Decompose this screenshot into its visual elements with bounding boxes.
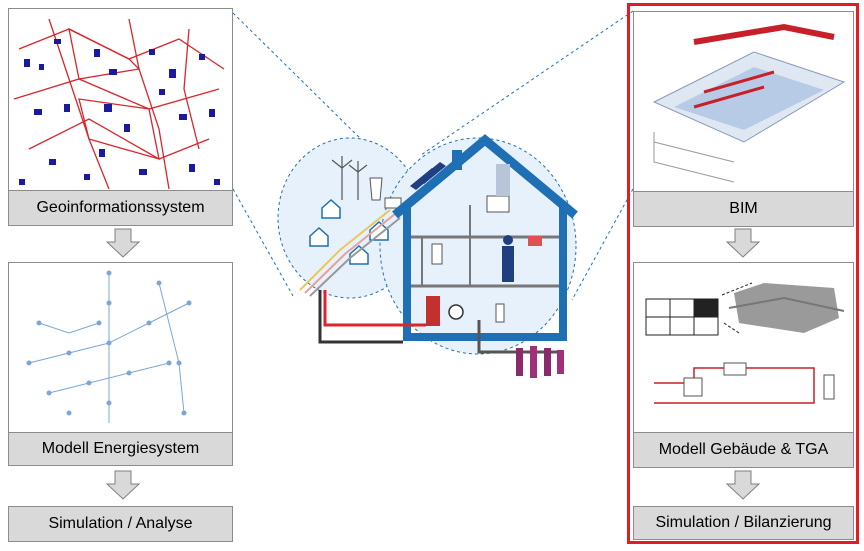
bim-label: BIM [633, 191, 854, 227]
balancing-label: Simulation / Bilanzierung [633, 506, 854, 540]
substation-icon [384, 197, 402, 209]
analysis-label: Simulation / Analyse [8, 506, 233, 542]
energy-network-panel [8, 262, 233, 434]
bim-model-image [652, 23, 846, 183]
building-model-panel [633, 262, 854, 434]
energy-model-label: Modell Energiesystem [8, 432, 233, 466]
gis-label: Geoinformationssystem [8, 190, 233, 226]
building-model-label: Modell Gebäude & TGA [633, 432, 854, 468]
energy-network-image [26, 270, 192, 423]
down-arrow-icon [726, 470, 760, 500]
down-arrow-icon [726, 228, 760, 258]
house-icon [392, 134, 578, 341]
gis-map-panel [8, 8, 233, 192]
building-model-image [645, 282, 845, 404]
small-house-icon [309, 198, 389, 265]
geothermal-probe-icon [516, 346, 564, 378]
power-plant-icon [369, 177, 383, 201]
gis-map-image [13, 18, 225, 190]
down-arrow-icon [106, 470, 140, 500]
down-arrow-icon [106, 228, 140, 258]
highlight-frame [627, 3, 859, 544]
wind-turbine-icon [331, 156, 368, 200]
bim-panel [633, 11, 854, 193]
